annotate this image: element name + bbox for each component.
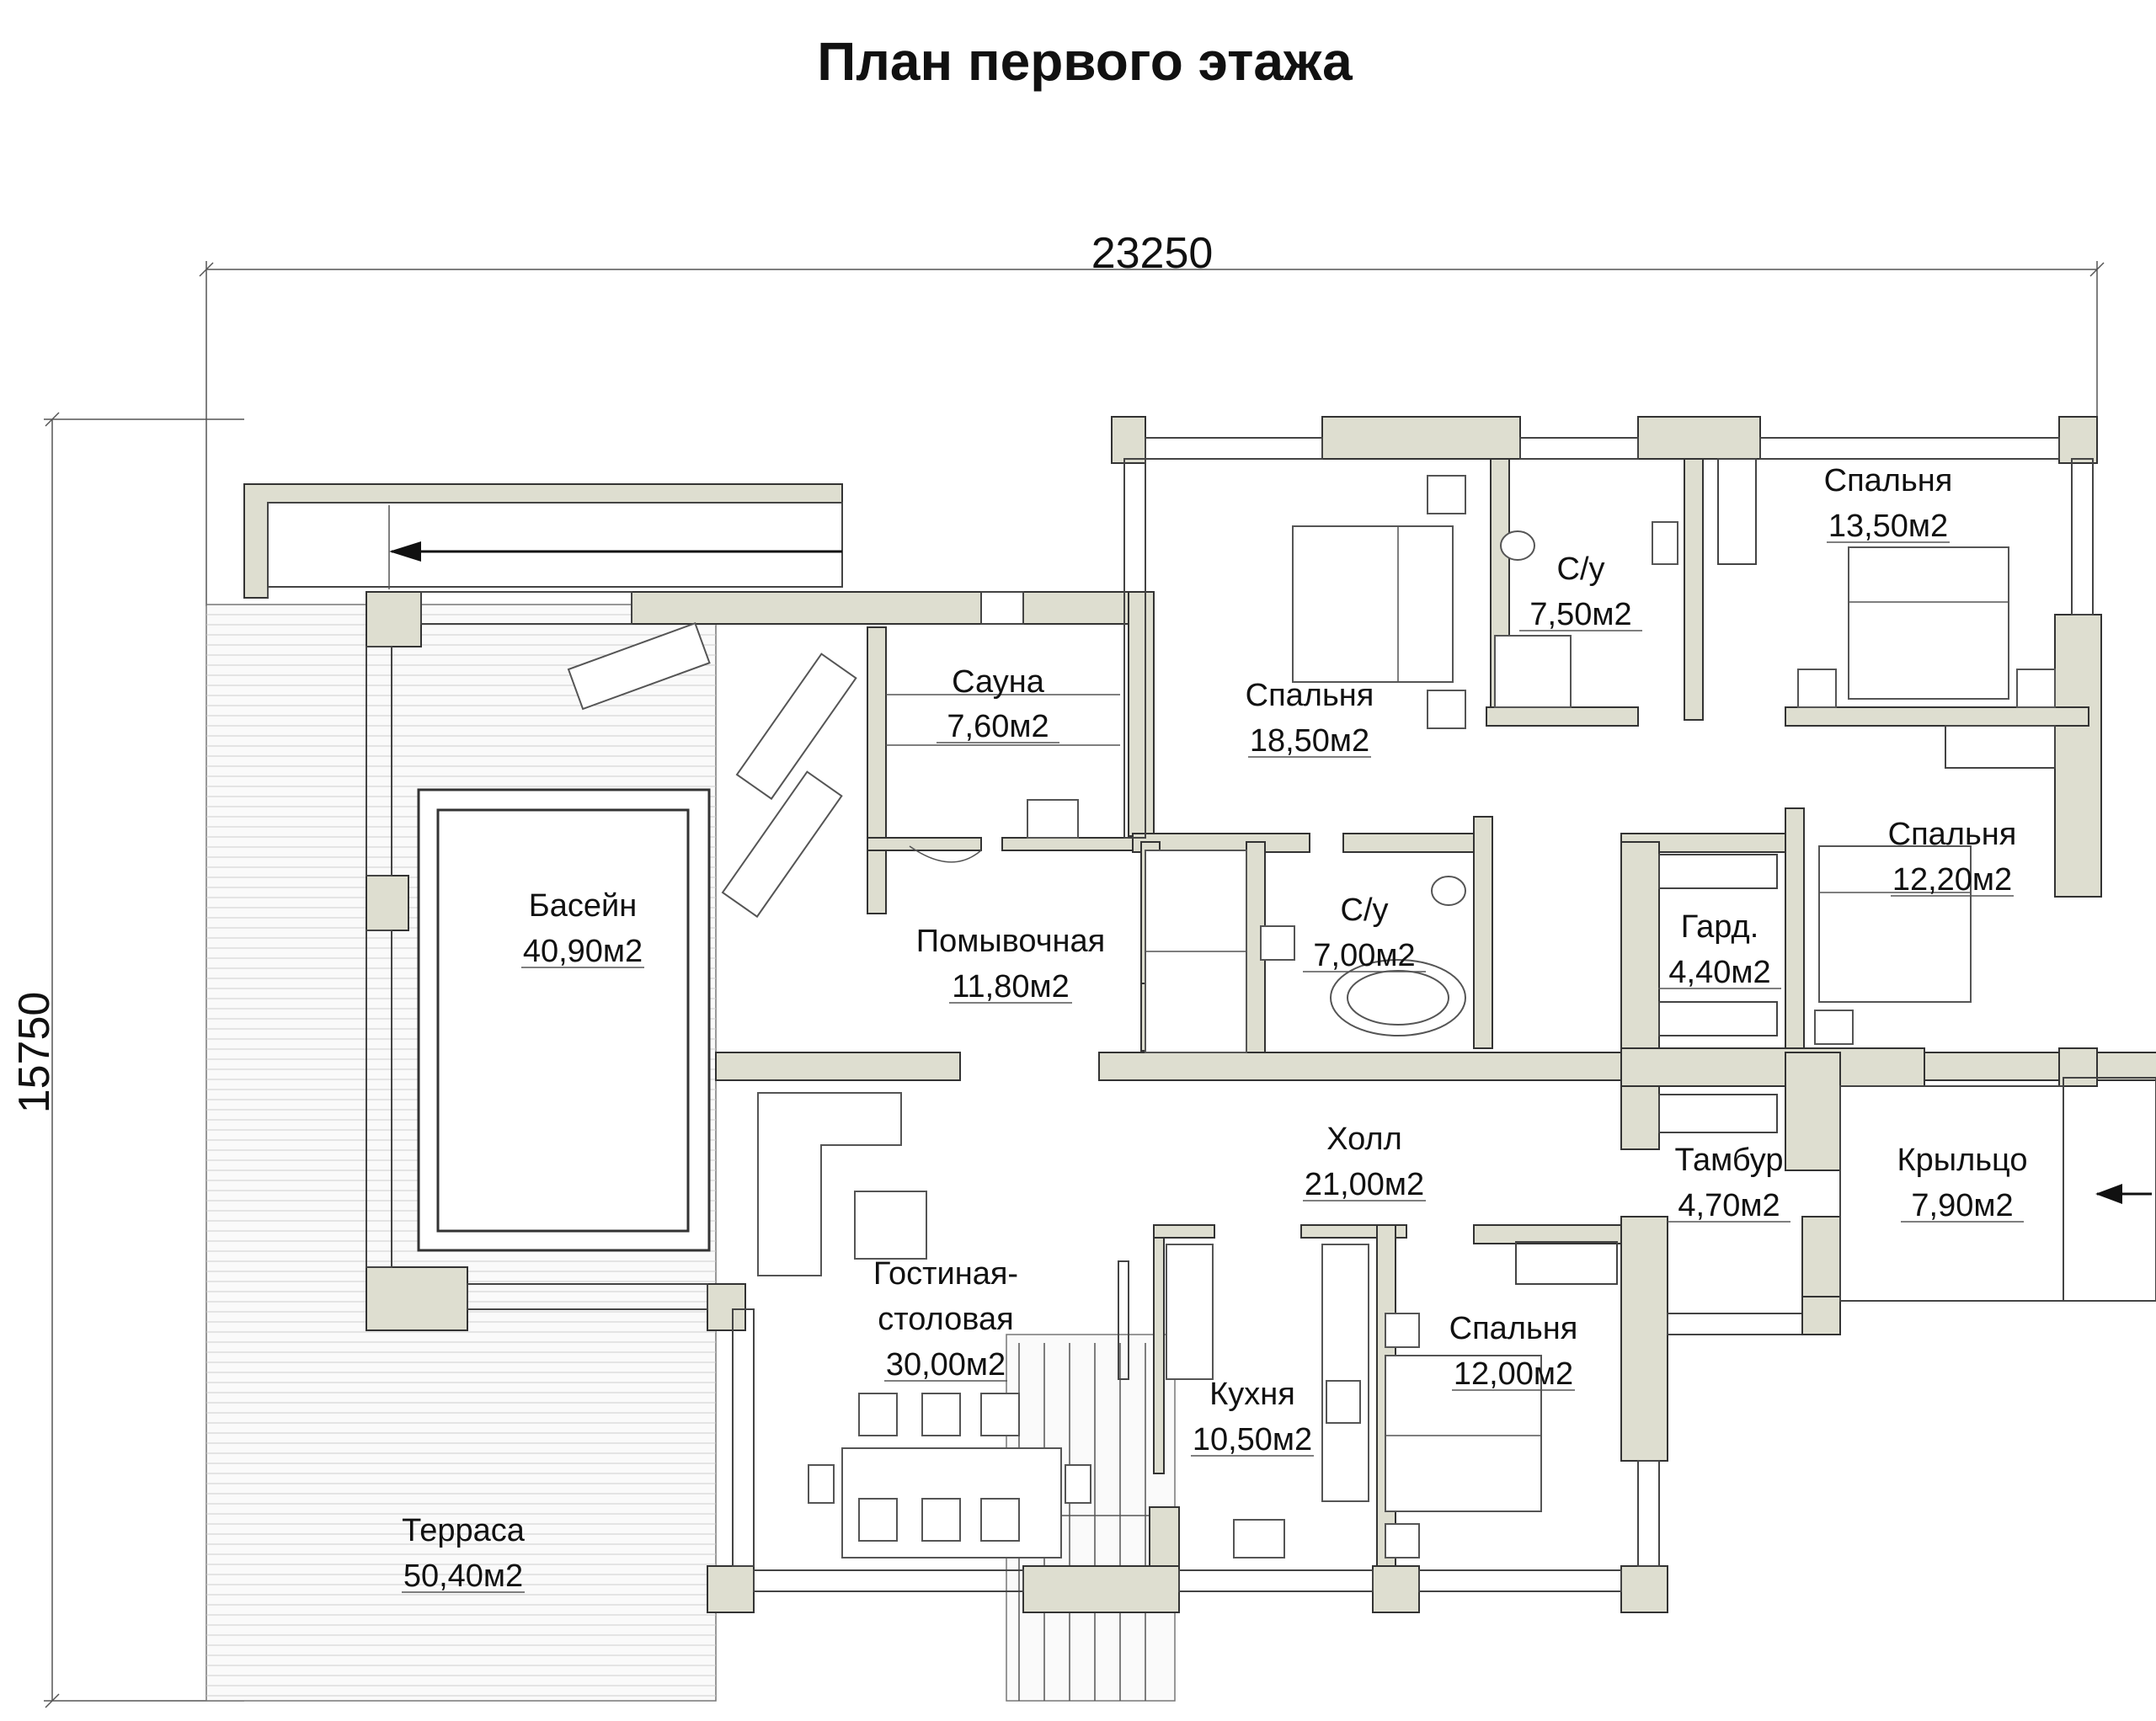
room-label-bedroom-3: Спальня: [1888, 817, 2017, 852]
sauna-furniture: [886, 694, 1120, 863]
room-area-kitchen: 10,50м2: [1193, 1422, 1312, 1457]
dimension-height-label: 15750: [10, 992, 59, 1114]
room-label-vestibule: Тамбур: [1675, 1143, 1784, 1178]
living-furniture: [757, 1092, 1369, 1558]
room-label-wardrobe: Гард.: [1681, 909, 1759, 945]
dimension-width: 23250: [199, 229, 2105, 606]
room-label-wc-2: С/у: [1341, 892, 1389, 928]
room-label-bedroom-1: Спальня: [1246, 678, 1374, 713]
area-underlines: [402, 541, 2024, 1593]
dimension-height: 15750: [10, 412, 244, 1708]
room-area-bedroom-1: 18,50м2: [1250, 723, 1369, 759]
room-area-wc-2: 7,00м2: [1313, 938, 1415, 973]
room-area-wc-1: 7,50м2: [1529, 597, 1631, 632]
room-label-terrace: Терраса: [402, 1513, 526, 1548]
porch-entry-arrow: [2095, 1184, 2152, 1204]
room-label-bedroom-2: Спальня: [1824, 463, 1953, 498]
room-label-living: Гостиная-: [873, 1256, 1018, 1292]
room-area-terrace: 50,40м2: [403, 1558, 523, 1594]
room-area-hall: 21,00м2: [1305, 1167, 1424, 1202]
room-area-pool: 40,90м2: [523, 934, 643, 969]
room-area-bedroom-3: 12,20м2: [1892, 862, 2012, 898]
room-label-hall: Холл: [1326, 1122, 1402, 1157]
room-area-bedroom-4: 12,00м2: [1454, 1356, 1573, 1392]
room-area-living: 30,00м2: [886, 1347, 1006, 1383]
sun-loungers: [567, 621, 857, 919]
room-area-vestibule: 4,70м2: [1678, 1188, 1780, 1223]
dimension-width-label: 23250: [1091, 229, 1214, 278]
room-area-sauna: 7,60м2: [947, 709, 1049, 744]
room-area-bedroom-2: 13,50м2: [1828, 509, 1948, 544]
plan-title: План первого этажа: [817, 31, 1353, 92]
room-label-living-2: столовая: [878, 1302, 1013, 1337]
bed-furniture: [1292, 458, 2056, 1558]
room-label-bedroom-4: Спальня: [1449, 1311, 1578, 1346]
room-label-pool: Басейн: [529, 888, 637, 924]
room-label-wc-1: С/у: [1557, 551, 1605, 587]
room-labels: Сауна 7,60м2 Спальня 18,50м2 С/у 7,50м2 …: [402, 463, 2027, 1594]
room-area-washroom: 11,80м2: [952, 969, 1070, 1004]
room-label-porch: Крыльцо: [1897, 1143, 2027, 1178]
room-label-kitchen: Кухня: [1209, 1377, 1295, 1412]
pool-canopy: [243, 483, 843, 599]
bathroom-fixtures: [1145, 521, 1678, 1053]
room-area-wardrobe: 4,40м2: [1668, 955, 1770, 990]
room-label-sauna: Сауна: [952, 664, 1045, 700]
room-label-washroom: Помывочная: [916, 924, 1105, 959]
room-area-porch: 7,90м2: [1911, 1188, 2013, 1223]
pool: [417, 788, 711, 1252]
